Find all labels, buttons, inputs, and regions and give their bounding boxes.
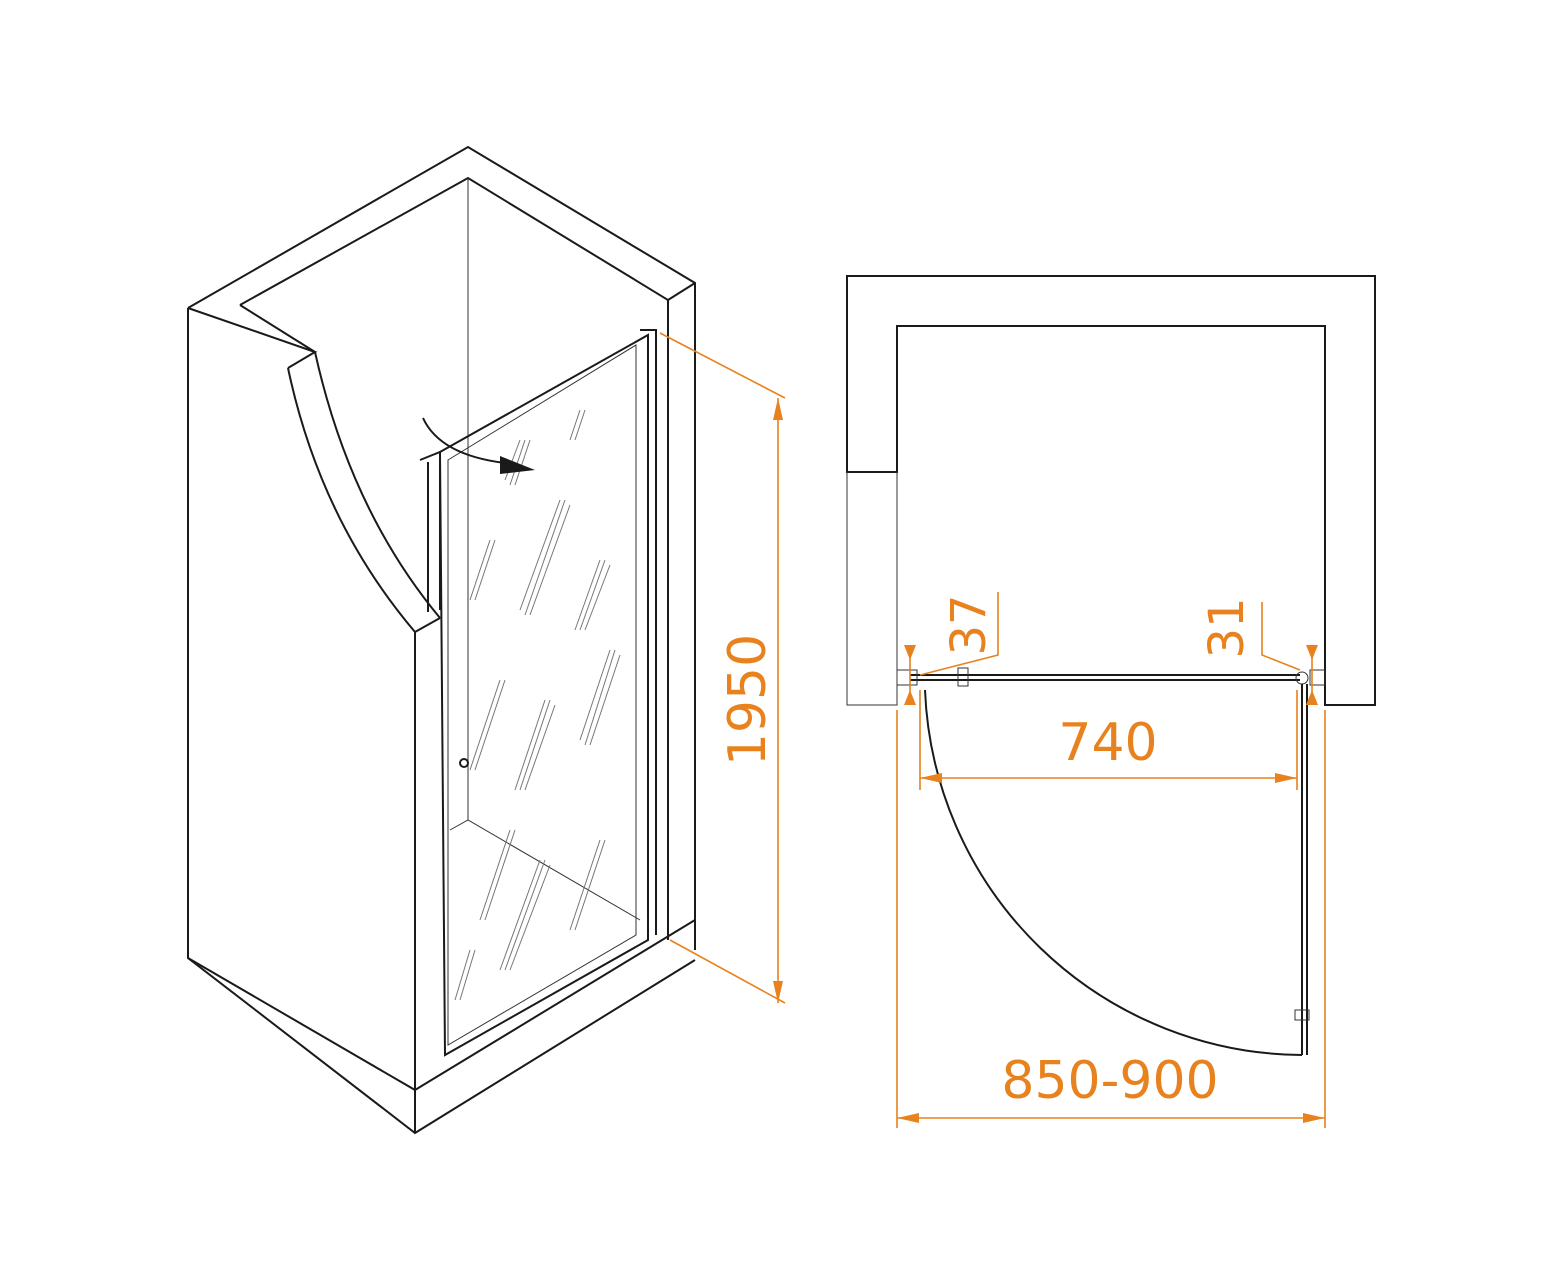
wall-outline: [846, 275, 1376, 706]
plan-view: 37 31 740 850-900: [846, 275, 1376, 1128]
enclosure-walls: [187, 145, 696, 1135]
door-width-dimension: 740: [919, 690, 1298, 790]
door-panel: [419, 329, 657, 1057]
left-profile-label: 37: [941, 594, 997, 655]
door-swing-arrow-icon: [422, 417, 535, 474]
profile-dimensions: 37 31: [904, 592, 1318, 705]
height-dimension: 1950: [659, 332, 786, 1004]
niche-width-label: 850-900: [1001, 1051, 1218, 1111]
door-handle: [459, 758, 469, 768]
glass-pattern: [454, 409, 621, 1001]
door-width-label: 740: [1058, 713, 1157, 773]
isometric-view: 1950: [187, 145, 786, 1135]
height-label: 1950: [718, 634, 778, 766]
right-profile-label: 31: [1199, 597, 1255, 658]
niche-width-dimension: 850-900: [896, 710, 1326, 1128]
left-wall-lower: [846, 472, 898, 706]
